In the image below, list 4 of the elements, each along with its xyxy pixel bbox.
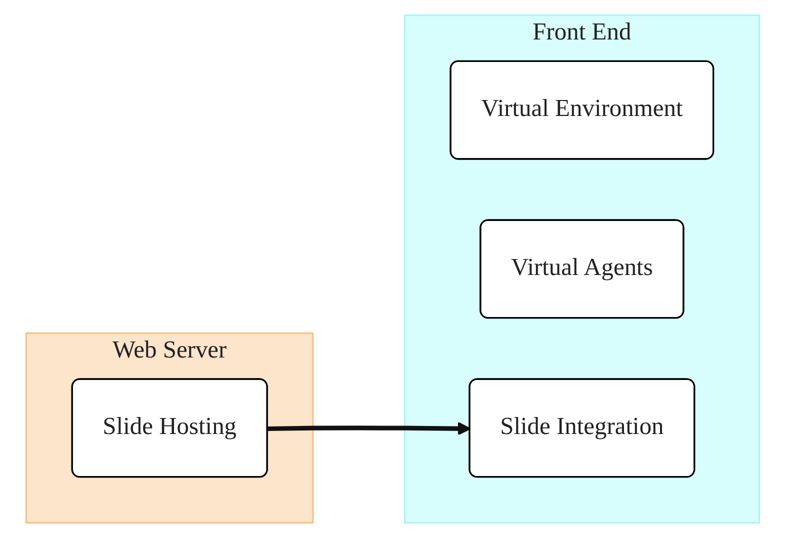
process-box: Slide Integration <box>469 378 696 478</box>
process-box: Slide Hosting <box>72 378 268 478</box>
process-box: Virtual Environment <box>450 60 714 160</box>
process-box: Virtual Agents <box>480 219 684 319</box>
